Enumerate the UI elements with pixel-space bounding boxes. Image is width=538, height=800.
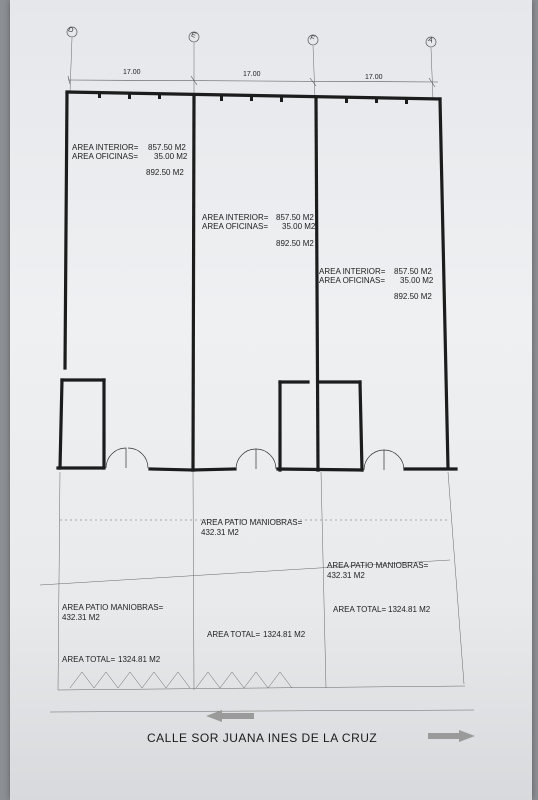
patio-3-total-label: AREA TOTAL= <box>333 605 387 614</box>
patio-3-total-value: 1324.81 M2 <box>388 605 431 614</box>
unit-1-interior-value: 857.50 M2 <box>148 143 186 152</box>
unit-1-oficinas-value: 35.00 M2 <box>154 152 188 161</box>
patio-2-label: AREA PATIO MANIOBRAS= <box>201 518 303 527</box>
unit-2-subtotal: 892.50 M2 <box>276 239 314 248</box>
patio-lines <box>39 471 475 713</box>
patio-1-total-label: AREA TOTAL= <box>62 655 116 664</box>
unit-1-interior-label: AREA INTERIOR= <box>72 143 139 152</box>
patio-3-label: AREA PATIO MANIOBRAS= <box>327 561 429 570</box>
dimension-line <box>67 75 439 88</box>
grid-marker-d <box>66 26 78 38</box>
unit-1-subtotal: 892.50 M2 <box>146 168 184 177</box>
dimension-label-3: 17.00 <box>365 74 383 81</box>
unit-2-interior-value: 857.50 M2 <box>276 213 314 222</box>
patio-1-total-value: 1324.81 M2 <box>118 655 161 664</box>
grid-lines <box>69 37 434 101</box>
patio-2-value: 432.31 M2 <box>201 528 239 537</box>
street-name: CALLE SOR JUANA INES DE LA CRUZ <box>147 731 378 745</box>
unit-3-oficinas-label: AREA OFICINAS= <box>319 276 386 285</box>
unit-2-interior-label: AREA INTERIOR= <box>202 213 269 222</box>
floor-plan-drawing <box>39 26 475 742</box>
unit-3-interior-value: 857.50 M2 <box>394 267 432 276</box>
patio-2-total-label: AREA TOTAL= <box>207 630 261 639</box>
grid-marker-f <box>307 34 319 46</box>
column-marks <box>98 93 408 104</box>
patio-1-value: 432.31 M2 <box>62 613 100 622</box>
door-swings <box>105 447 405 471</box>
arrow-right-icon <box>428 730 475 742</box>
grid-marker-e <box>188 31 200 43</box>
building-walls <box>56 90 458 472</box>
patio-1-label: AREA PATIO MANIOBRAS= <box>62 603 164 612</box>
street-arrows <box>206 710 475 742</box>
ramp-hatch <box>69 671 293 689</box>
unit-1-oficinas-label: AREA OFICINAS= <box>72 152 139 161</box>
dimension-label-2: 17.00 <box>243 71 261 78</box>
grid-marker-a <box>425 36 437 48</box>
unit-3-subtotal: 892.50 M2 <box>394 292 432 301</box>
patio-2-total-value: 1324.81 M2 <box>263 630 306 639</box>
plan-sheet: D E F A 17.00 17.00 17.00 AREA INTERIOR=… <box>10 0 532 800</box>
arrow-left-icon <box>206 710 254 722</box>
dimension-label-1: 17.00 <box>123 69 141 76</box>
unit-2-oficinas-value: 35.00 M2 <box>282 222 316 231</box>
patio-3-value: 432.31 M2 <box>327 571 365 580</box>
unit-2-oficinas-label: AREA OFICINAS= <box>202 222 269 231</box>
unit-3-oficinas-value: 35.00 M2 <box>400 276 434 285</box>
unit-3-interior-label: AREA INTERIOR= <box>319 267 386 276</box>
